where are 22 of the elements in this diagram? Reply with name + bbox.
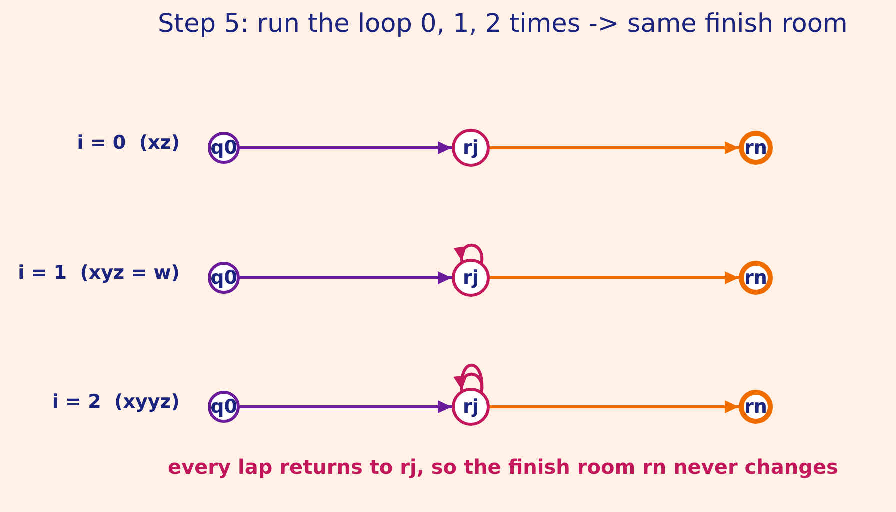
- self-loop-arrow: [455, 244, 484, 264]
- diagram-title: Step 5: run the loop 0, 1, 2 times -> same finish room: [158, 9, 848, 39]
- arrow: [238, 400, 454, 414]
- arrow: [238, 272, 454, 284]
- state-circle: rn: [739, 131, 773, 165]
- caption-text: every lap returns to rj, so the finish room rn never changes: [168, 455, 838, 479]
- row-label: i = 1 (xyz = w): [18, 262, 180, 284]
- row-label: i = 2 (xyyz): [52, 391, 180, 413]
- self-loop-arrow: [455, 364, 484, 393]
- row-label: i = 0 (xz): [77, 132, 180, 154]
- state-circle: rj: [452, 388, 490, 426]
- arrow: [488, 142, 740, 154]
- arrow: [238, 142, 454, 154]
- state-circle: q0: [208, 132, 240, 164]
- arrow: [488, 272, 740, 284]
- state-circle: rj: [452, 129, 490, 167]
- state-circle: rn: [739, 390, 773, 424]
- arrow: [488, 400, 740, 414]
- state-circle: rj: [452, 259, 490, 297]
- state-circle: q0: [208, 262, 240, 294]
- state-circle: q0: [208, 391, 240, 423]
- state-circle: rn: [739, 261, 773, 295]
